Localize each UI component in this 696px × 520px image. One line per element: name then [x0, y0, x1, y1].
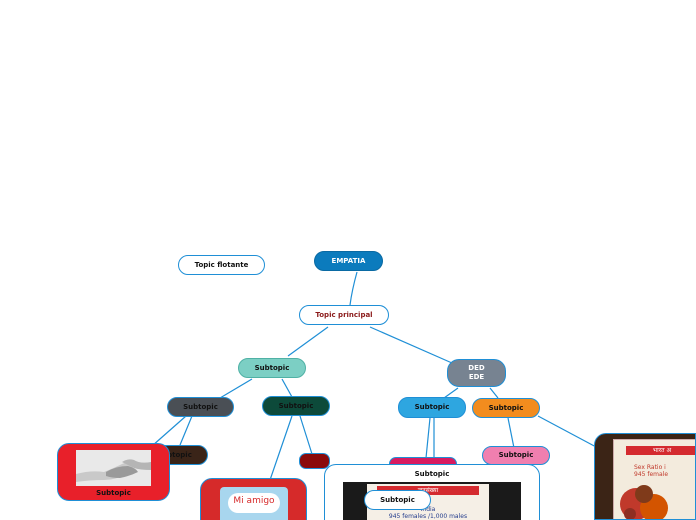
main-topic-label: Topic principal [315, 310, 373, 319]
subtopic-dark-gray[interactable]: Subtopic [167, 397, 234, 417]
brown-slide-heading: भारत अ [626, 446, 695, 455]
link-root-main [349, 271, 358, 306]
link-left-green [281, 378, 293, 398]
link-orange-browncard [537, 415, 599, 449]
subtopic-dark-gray-label: Subtopic [183, 402, 218, 411]
slide-heading: जनसंख्या [377, 486, 479, 495]
root-topic-label: EMPATIA [331, 256, 366, 265]
link-gray-brown-a [179, 415, 193, 446]
subtopic-teal-label: Subtopic [254, 363, 290, 372]
subtopic-dark-green[interactable]: Subtopic [262, 396, 330, 416]
amigo-image: Mi amigo [220, 487, 288, 520]
image-card-slide[interactable]: Subtopic जनसंख्या India 945 females /1,0… [324, 464, 540, 520]
link-main-left [287, 326, 329, 357]
image-card-brown[interactable]: भारत अ Sex Ratio i 945 female [594, 433, 696, 520]
link-green-amigo [269, 415, 293, 481]
subtopic-teal[interactable]: Subtopic [238, 358, 306, 378]
link-right-blue [443, 387, 459, 399]
slide-line-1: India [420, 506, 436, 513]
subtopic-dark-green-label: Subtopic [278, 401, 314, 410]
subtopic-blue[interactable]: Subtopic [398, 397, 466, 418]
main-topic[interactable]: Topic principal [299, 305, 389, 325]
brown-slide-line-1: Sex Ratio i [634, 464, 666, 471]
image-card-hands-label: Subtopic [96, 489, 131, 497]
subtopic-inner-white-label: Subtopic [380, 495, 415, 504]
subtopic-brown-label: Subtopic [157, 450, 192, 459]
subtopic-orange[interactable]: Subtopic [472, 398, 540, 418]
link-left-gray [219, 378, 253, 399]
link-gray-redcard [151, 415, 187, 447]
brown-slide-page: भारत अ Sex Ratio i 945 female [613, 439, 695, 519]
image-card-slide-label: Subtopic [414, 470, 450, 478]
subtopic-pink-label: Subtopic [498, 451, 534, 459]
brown-slide-line-2: 945 female [634, 471, 669, 478]
floating-topic[interactable]: Topic flotante [178, 255, 265, 275]
subtopic-pink[interactable]: Subtopic [482, 446, 550, 465]
root-topic[interactable]: EMPATIA [314, 251, 383, 271]
link-right-orange [489, 387, 499, 399]
floating-topic-label: Topic flotante [194, 260, 249, 269]
subtopic-ded-ede[interactable]: DED EDE [447, 359, 506, 387]
hands-photo [76, 450, 151, 486]
amigo-text: Mi amigo [233, 496, 275, 506]
spice-photo [620, 485, 668, 519]
cloud-shape [228, 493, 280, 513]
link-blue-magenta-a [425, 417, 431, 459]
link-orange-pink [507, 417, 515, 449]
link-main-right [369, 326, 453, 364]
link-green-darkred [299, 415, 313, 455]
image-card-amigo[interactable]: Mi amigo [200, 478, 307, 520]
subtopic-ded-ede-label: DED EDE [468, 364, 485, 381]
subtopic-orange-label: Subtopic [488, 403, 524, 412]
subtopic-inner-white[interactable]: Subtopic [364, 490, 431, 510]
subtopic-dark-red[interactable] [299, 453, 330, 469]
image-card-hands[interactable]: Subtopic [57, 443, 170, 501]
slide-line-2: 945 females /1,000 males [388, 513, 468, 520]
subtopic-blue-label: Subtopic [414, 403, 450, 411]
